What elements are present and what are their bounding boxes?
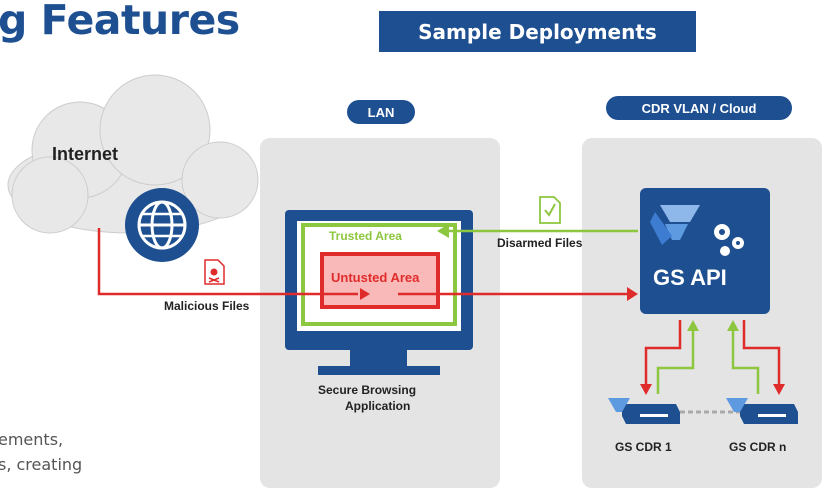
body-text-line2: s, creating xyxy=(0,455,83,474)
gs-api-box xyxy=(640,188,770,314)
cdr1-device-icon xyxy=(608,398,680,424)
flow-api-to-cdrn xyxy=(742,320,781,386)
app-label-line1: Secure Browsing xyxy=(318,383,417,397)
arrow-into-untrusted xyxy=(360,288,370,300)
gs-api-label: GS API xyxy=(653,265,727,290)
gears-icon xyxy=(714,224,744,256)
disarmed-file-icon xyxy=(539,196,561,224)
internet-label: Internet xyxy=(52,144,119,164)
cdr1-label: GS CDR 1 xyxy=(615,440,672,454)
flow-cdrn-to-api xyxy=(731,330,760,394)
flow-api-to-cdr1 xyxy=(644,320,682,386)
trusted-area-label: Trusted Area xyxy=(329,229,402,243)
cdrn-label: GS CDR n xyxy=(729,440,787,454)
body-text-line1: ements, xyxy=(0,430,64,449)
app-label-line2: Application xyxy=(345,399,411,413)
globe-icon xyxy=(125,188,199,262)
cloud-badge: CDR VLAN / Cloud xyxy=(606,96,792,120)
arrow-into-trusted xyxy=(437,224,449,238)
disarmed-files-label: Disarmed Files xyxy=(497,236,583,250)
malicious-file-icon xyxy=(204,259,225,285)
malicious-flow xyxy=(97,228,628,296)
cdrn-device-icon xyxy=(726,398,798,424)
sample-deployments-button[interactable]: Sample Deployments xyxy=(379,11,696,52)
lan-badge: LAN xyxy=(347,100,415,124)
trusted-area-box xyxy=(301,223,457,326)
untrusted-area-label: Untusted Area xyxy=(331,270,420,285)
page-title: g Features xyxy=(0,0,240,44)
untrusted-area-box xyxy=(320,252,440,309)
arrow-into-api xyxy=(627,287,638,301)
gs-logo-icon xyxy=(650,205,700,245)
malicious-files-label: Malicious Files xyxy=(164,299,250,313)
flow-cdr1-to-api xyxy=(656,330,695,394)
